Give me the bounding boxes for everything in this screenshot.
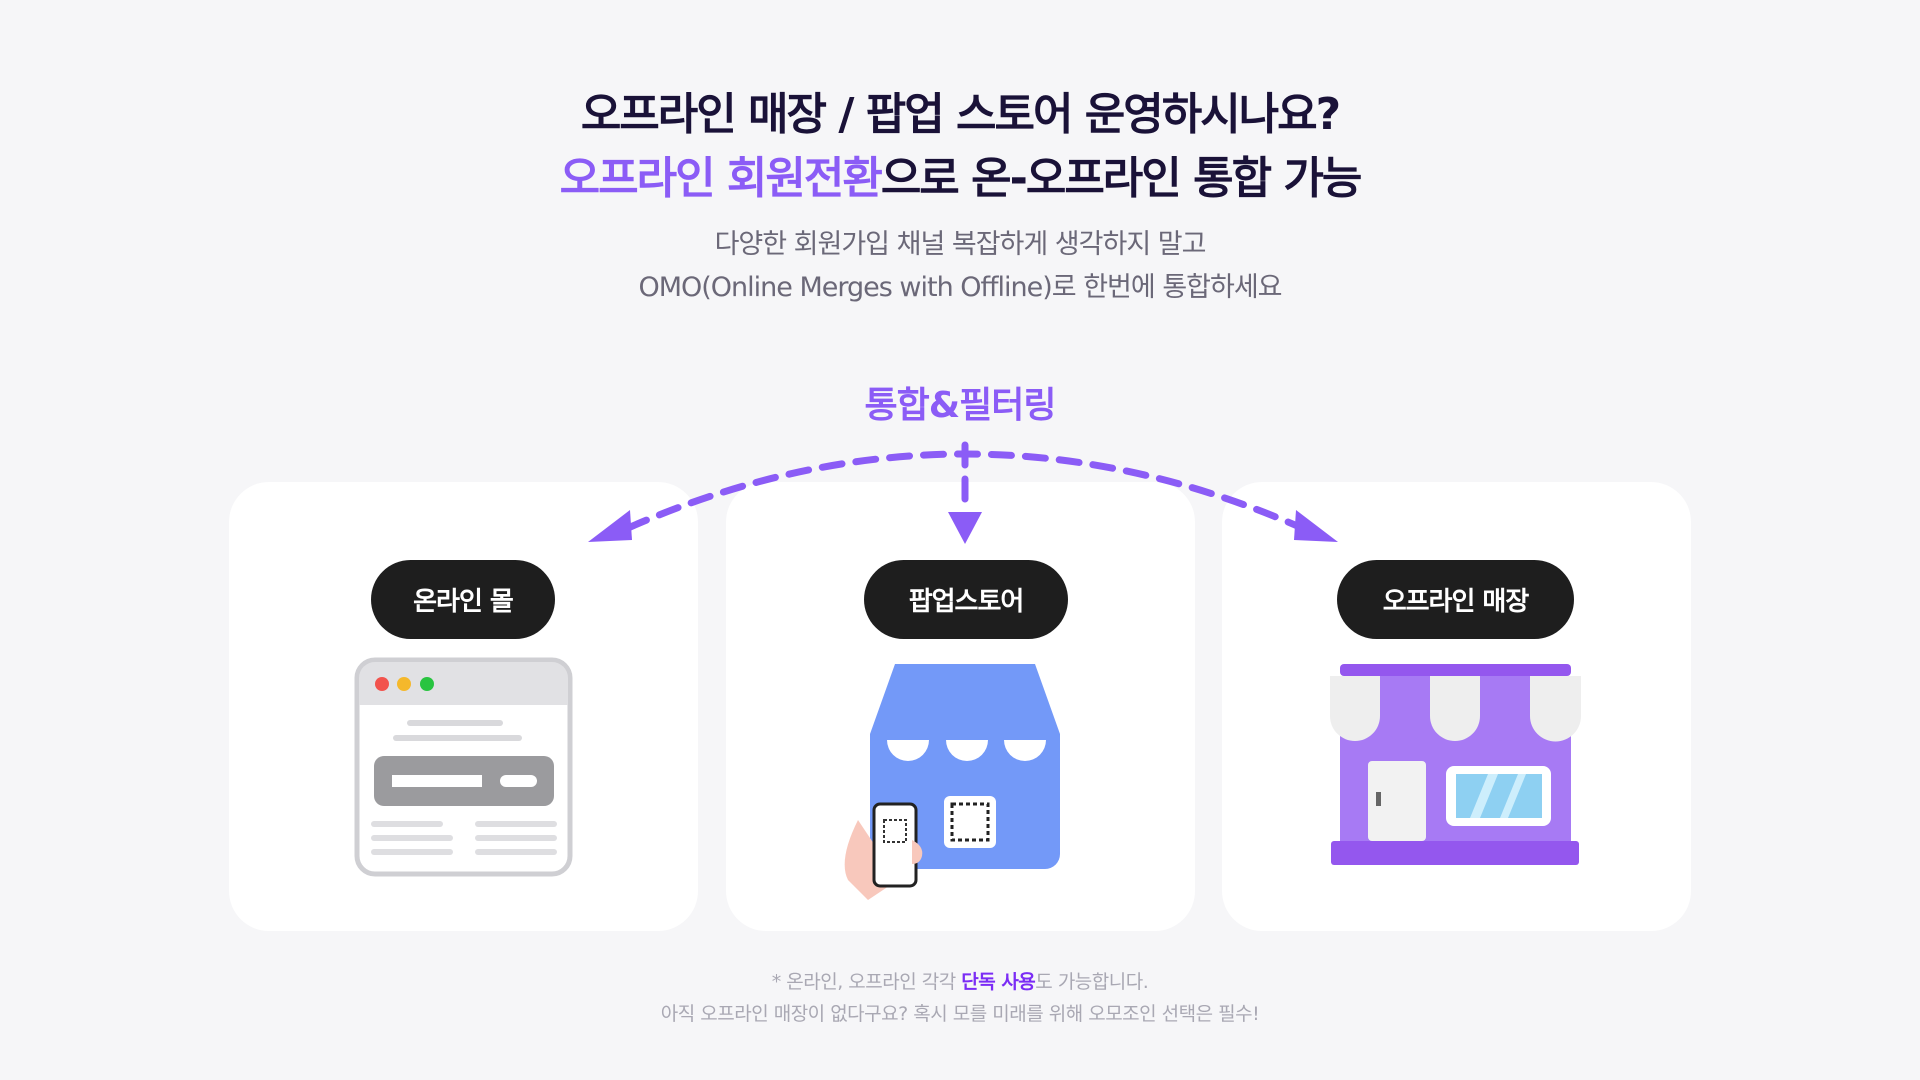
browser-window-icon: [354, 657, 573, 877]
arrow-down-icon: [948, 512, 982, 544]
subtitle-line1: 다양한 회원가입 채널 복잡하게 생각하지 말고: [714, 229, 1207, 260]
storefront-icon: [1330, 664, 1581, 865]
footnote-text: 도 가능합니다.: [1035, 971, 1149, 993]
offline-store-label: 오프라인 매장: [1337, 560, 1574, 639]
headline-line2: 오프라인 회원전환으로 온-오프라인 통합 가능: [0, 142, 1920, 206]
headline-line1: 오프라인 매장 / 팝업 스토어 운영하시나요?: [580, 89, 1341, 140]
popup-store-label: 팝업스토어: [864, 560, 1068, 639]
headline-highlight: 오프라인 회원전환: [559, 153, 883, 204]
footnote-line2: 아직 오프라인 매장이 없다구요? 혹시 모를 미래를 위해 오모조인 선택은 …: [660, 1003, 1260, 1025]
center-label: 통합&필터링: [864, 385, 1057, 426]
dashed-arc: [624, 441, 1306, 532]
subtitle-line2: OMO(Online Merges with Offline)로 한번에 통합하…: [638, 272, 1282, 303]
arrow-right-icon: [1294, 510, 1338, 542]
arrow-left-icon: [588, 510, 632, 542]
footnote-emphasis: 단독 사용: [961, 971, 1036, 993]
footnote-text: * 온라인, 오프라인 각각: [771, 971, 962, 993]
footnote-line1: * 온라인, 오프라인 각각 단독 사용도 가능합니다.: [0, 967, 1920, 994]
online-mall-label: 온라인 몰: [371, 560, 555, 639]
popup-store-qr-icon: [844, 664, 1060, 900]
headline-rest: 으로 온-오프라인 통합 가능: [880, 153, 1362, 204]
